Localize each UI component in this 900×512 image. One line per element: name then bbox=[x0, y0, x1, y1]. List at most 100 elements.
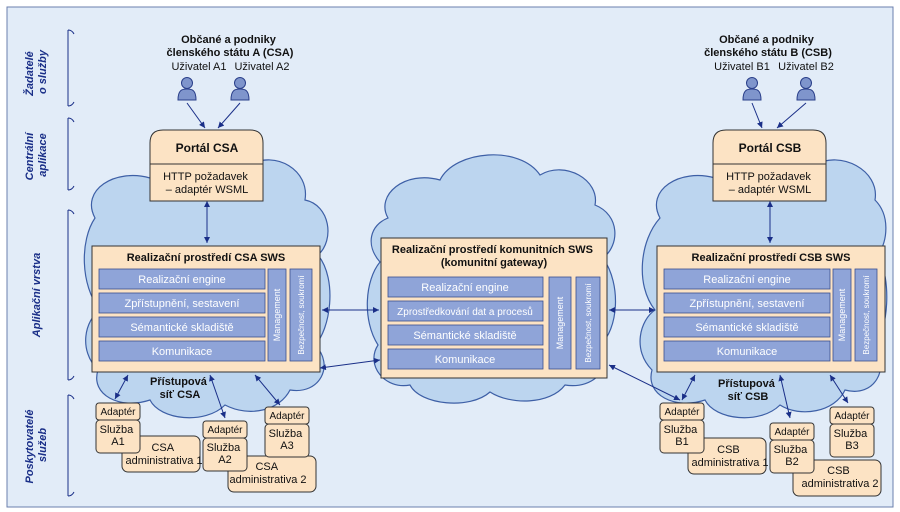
access-net-csb-label: Přístupová síť CSB bbox=[718, 378, 778, 403]
env-community-layer-label: Komunikace bbox=[435, 354, 496, 366]
env-csb-layer-engine bbox=[663, 268, 831, 290]
csb-citizens-title: Občané a podniky členského státu B (CSB) bbox=[704, 34, 832, 59]
adapter-a2-label: Adaptér bbox=[207, 425, 243, 436]
band-label-central-apps: Centrální aplikace bbox=[24, 130, 49, 181]
env-community-layer-mediation bbox=[387, 300, 544, 322]
arrow-env-b-adapter2 bbox=[778, 374, 792, 419]
env-community[interactable]: Realizační prostředí komunitních SWS (ko… bbox=[380, 237, 608, 379]
service-b1-label: Služba B1 bbox=[664, 424, 701, 448]
env-community-layer-label: Realizační engine bbox=[421, 282, 508, 294]
arrow-community-access-b bbox=[608, 364, 681, 401]
env-csa[interactable]: Realizační prostředí CSA SWS Realizační … bbox=[91, 245, 321, 373]
adapter-a1-label: Adaptér bbox=[100, 407, 136, 418]
arrow-env-a-adapter2 bbox=[209, 374, 226, 419]
arrow-user-a2-portal bbox=[217, 102, 241, 129]
csa-admin-1-label: CSA administrativa 1 bbox=[125, 442, 202, 467]
env-csb-security-bar bbox=[854, 268, 878, 362]
env-csa-layer-engine bbox=[98, 268, 266, 290]
arrow-user-b1-portal bbox=[751, 102, 763, 129]
env-csb-title: Realizační prostředí CSB SWS bbox=[692, 252, 851, 264]
arrow-env-b-adapter1 bbox=[681, 374, 696, 401]
portal-csb[interactable]: Portál CSB HTTP požadavek – adaptér WSML bbox=[712, 129, 827, 202]
env-csb-security-label: Bezpečnost, soukromí bbox=[862, 275, 871, 355]
portal-csb-title: Portál CSB bbox=[739, 141, 802, 155]
env-csb-management-label: Management bbox=[837, 288, 847, 341]
band-label-providers: Poskytovatelé služeb bbox=[24, 406, 49, 483]
service-b2-label: Služba B2 bbox=[774, 444, 811, 468]
user-a2-label: Uživatel A2 bbox=[234, 61, 289, 73]
service-b3[interactable] bbox=[829, 423, 875, 458]
env-community-security-label: Bezpečnost, soukromí bbox=[584, 283, 593, 363]
service-a1[interactable] bbox=[95, 419, 141, 454]
csa-admin-2[interactable]: CSA administrativa 2 Adaptér Služba A2 A… bbox=[202, 406, 317, 493]
adapter-a3-label: Adaptér bbox=[269, 411, 305, 422]
csb-admin-2-label: CSB administrativa 2 bbox=[801, 465, 878, 490]
env-community-layer-engine bbox=[387, 276, 544, 298]
env-csa-title: Realizační prostředí CSA SWS bbox=[127, 252, 286, 264]
env-csb[interactable]: Realizační prostředí CSB SWS Realizační … bbox=[656, 245, 886, 373]
service-a3-label: Služba A3 bbox=[269, 428, 306, 452]
csa-admin-2-label: CSA administrativa 2 bbox=[229, 461, 306, 486]
portal-csa-title: Portál CSA bbox=[176, 141, 239, 155]
csb-admin-1[interactable]: CSB administrativa 1 Adaptér Služba B1 bbox=[659, 402, 769, 475]
portal-csa[interactable]: Portál CSA HTTP požadavek – adaptér WSML bbox=[149, 129, 264, 202]
env-csa-layer-repository bbox=[98, 316, 266, 338]
service-a1-label: Služba A1 bbox=[100, 424, 137, 448]
env-csa-layer-label: Komunikace bbox=[152, 346, 213, 358]
adapter-b2-label: Adaptér bbox=[774, 427, 810, 438]
env-csb-layer-label: Realizační engine bbox=[703, 274, 790, 286]
env-csb-layer-label: Sémantické skladiště bbox=[695, 322, 798, 334]
portal-csb-subtitle: HTTP požadavek – adaptér WSML bbox=[726, 171, 814, 196]
env-csa-layer-access bbox=[98, 292, 266, 314]
env-csb-layer-communication bbox=[663, 340, 831, 362]
env-community-layer-label: Zprostředkování dat a procesů bbox=[397, 306, 533, 318]
portal-csa-subtitle: HTTP požadavek – adaptér WSML bbox=[163, 171, 251, 196]
layer-bands bbox=[67, 29, 75, 497]
arrow-user-b2-portal bbox=[776, 102, 807, 129]
env-csb-layer-label: Zpřístupnění, sestavení bbox=[690, 298, 805, 310]
env-community-management-bar bbox=[548, 276, 572, 370]
user-b1-label: Uživatel B1 bbox=[714, 61, 770, 73]
env-csb-layer-label: Komunikace bbox=[717, 346, 778, 358]
csa-admin-1[interactable]: CSA administrativa 1 Adaptér Služba A1 bbox=[95, 402, 203, 473]
arrow-env-a-adapter1 bbox=[114, 374, 129, 400]
arrow-env-b-adapter3 bbox=[829, 374, 849, 404]
env-csa-security-label: Bezpečnost, soukromí bbox=[297, 275, 306, 355]
csb-admin-1-label: CSB administrativa 1 bbox=[691, 444, 768, 469]
service-a2-label: Služba A2 bbox=[207, 442, 244, 466]
csb-requesters: Občané a podniky členského státu B (CSB)… bbox=[704, 34, 834, 101]
csb-admin-2[interactable]: CSB administrativa 2 Adaptér Služba B2 A… bbox=[769, 406, 882, 497]
env-community-security-bar bbox=[575, 276, 601, 370]
env-community-layer-label: Sémantické skladiště bbox=[413, 330, 516, 342]
adapter-b1-label: Adaptér bbox=[664, 407, 700, 418]
env-community-layer-repository bbox=[387, 324, 544, 346]
env-csa-security-bar bbox=[289, 268, 313, 362]
env-csb-layer-repository bbox=[663, 316, 831, 338]
env-community-layer-communication bbox=[387, 348, 544, 370]
user-b2-label: Uživatel B2 bbox=[778, 61, 834, 73]
env-csa-layer-label: Realizační engine bbox=[138, 274, 225, 286]
arrow-csa-community-2 bbox=[319, 357, 381, 371]
service-b1[interactable] bbox=[659, 419, 705, 454]
csa-citizens-title: Občané a podniky členského státu A (CSA) bbox=[167, 34, 294, 59]
access-net-csa-label: Přístupová síť CSA bbox=[150, 376, 210, 401]
service-b2[interactable] bbox=[769, 439, 815, 474]
env-csa-layer-label: Sémantické skladiště bbox=[130, 322, 233, 334]
env-csa-management-label: Management bbox=[272, 288, 282, 341]
band-label-app-layer: Aplikační vrstva bbox=[31, 253, 43, 338]
service-a2[interactable] bbox=[202, 437, 248, 472]
service-b3-label: Služba B3 bbox=[834, 428, 871, 452]
arrow-env-a-adapter3 bbox=[254, 374, 281, 406]
env-csa-layer-communication bbox=[98, 340, 266, 362]
user-a1-label: Uživatel A1 bbox=[171, 61, 226, 73]
env-community-management-label: Management bbox=[555, 296, 565, 349]
arrow-user-a1-portal bbox=[186, 102, 206, 129]
adapter-b3-label: Adaptér bbox=[834, 411, 870, 422]
env-csb-management-bar bbox=[832, 268, 852, 362]
csa-requesters: Občané a podniky členského státu A (CSA)… bbox=[167, 34, 294, 101]
service-a3[interactable] bbox=[264, 423, 310, 458]
env-csa-layer-label: Zpřístupnění, sestavení bbox=[125, 298, 240, 310]
env-csb-layer-access bbox=[663, 292, 831, 314]
